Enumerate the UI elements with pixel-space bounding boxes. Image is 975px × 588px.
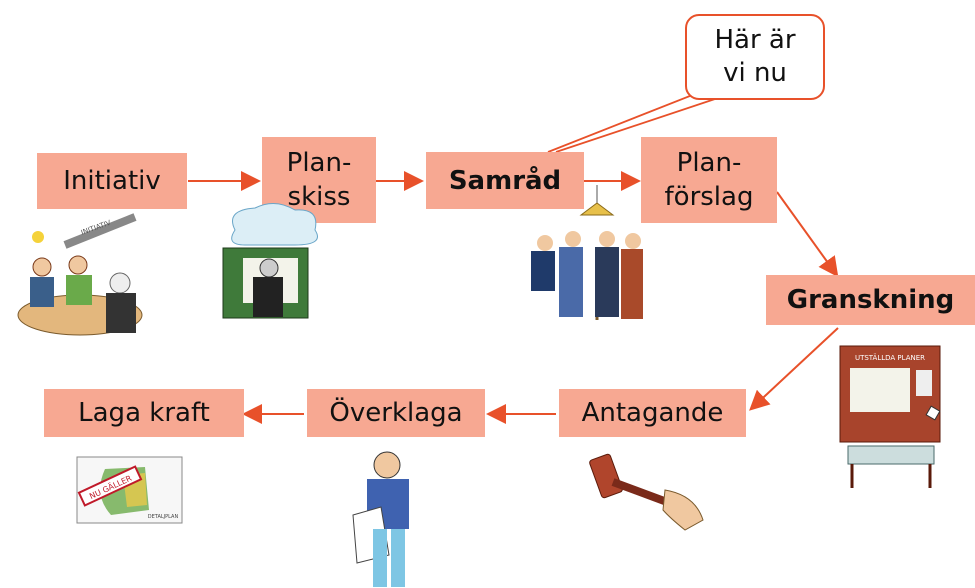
step-planforslag-label: Plan- förslag: [664, 148, 754, 212]
callout-bubble: Här är vi nu: [685, 14, 825, 100]
step-initiativ-label: Initiativ: [63, 166, 161, 196]
step-laga-kraft: Laga kraft: [44, 389, 244, 437]
step-planskiss-label: Plan- skiss: [286, 148, 352, 212]
consultation-illustration: [531, 185, 643, 320]
step-granskning: Granskning: [766, 275, 975, 325]
appeal-illustration: [352, 451, 409, 587]
step-samrad-label: Samråd: [448, 165, 562, 196]
arrow-planforslag-granskning: [776, 191, 839, 278]
utstallda-planer-text: UTSTÄLLDA PLANER: [855, 353, 925, 362]
step-antagande: Antagande: [559, 389, 746, 437]
step-laga-kraft-label: Laga kraft: [78, 398, 210, 428]
gavel-illustration: [589, 453, 704, 531]
exhibited-plans-illustration: UTSTÄLLDA PLANER: [839, 345, 941, 488]
step-overklaga: Överklaga: [307, 389, 485, 437]
meeting-table-illustration: INITIATIV: [17, 213, 143, 336]
step-planforslag: Plan- förslag: [641, 137, 777, 223]
sketching-illustration: [222, 203, 318, 319]
step-antagande-label: Antagande: [581, 398, 724, 428]
detaljplan-text: DETALJPLAN: [148, 514, 179, 520]
step-samrad: Samråd: [426, 152, 584, 209]
legally-binding-plan-illustration: NU GÄLLER DETALJPLAN: [76, 456, 183, 524]
step-overklaga-label: Överklaga: [329, 398, 463, 428]
step-initiativ: Initiativ: [37, 153, 187, 209]
step-granskning-label: Granskning: [786, 285, 955, 315]
lightbulb-icon: [32, 231, 44, 243]
arrow-granskning-antagande: [749, 327, 839, 411]
callout-text: Här är vi nu: [714, 25, 796, 88]
